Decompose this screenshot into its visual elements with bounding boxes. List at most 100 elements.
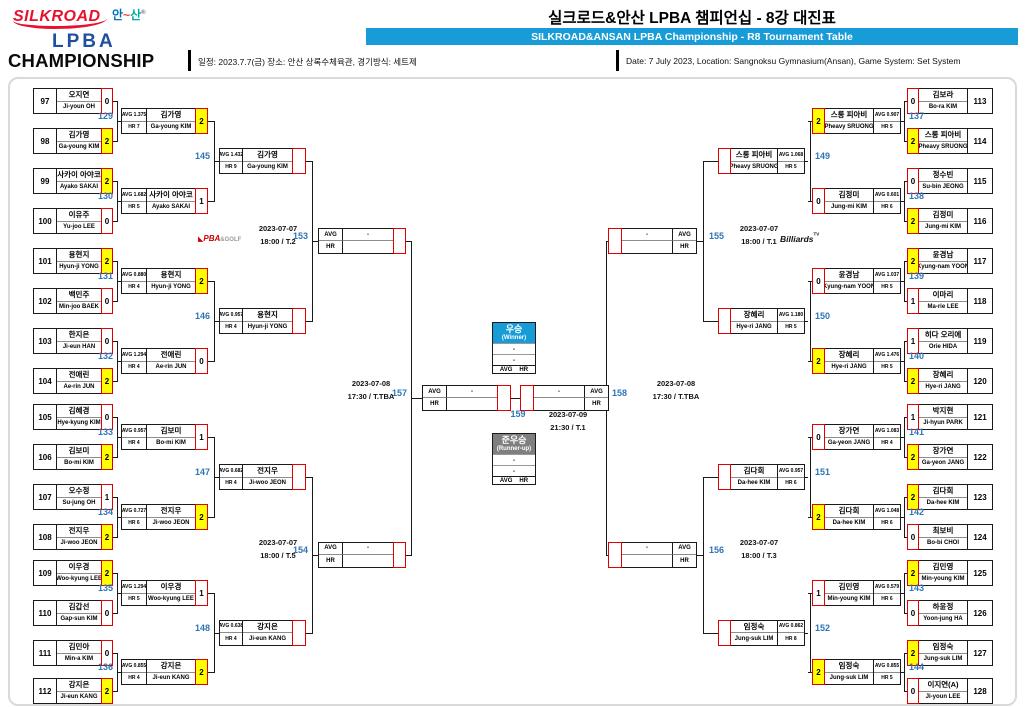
pending-match-box: AVG-HR <box>318 228 394 254</box>
connector-line <box>904 261 905 302</box>
player-name-en: Kyung-nam YOON <box>825 284 873 291</box>
match-number: 145 <box>194 151 210 161</box>
connector-line <box>810 281 811 362</box>
player-name-ko: 이지연(A) <box>919 679 967 692</box>
player-stats: AVG 1.294 HR 5 <box>121 580 147 606</box>
score-cell: 1 <box>195 188 208 214</box>
connector-line <box>113 101 117 102</box>
player-name-en: Ji-eun KANG <box>248 635 286 642</box>
player-name-ko: 박지현 <box>919 405 967 418</box>
connector-line <box>113 261 117 262</box>
connector-line <box>810 121 811 202</box>
lpba-logo: LPBA <box>52 31 116 52</box>
connector-line <box>901 201 904 202</box>
connector-line <box>208 121 214 122</box>
player-name-ko: 김민아 <box>57 641 101 654</box>
player-avg: AVG 0.957 <box>778 465 804 478</box>
score-cell: 1 <box>907 328 919 354</box>
player-hr: HR 5 <box>128 204 140 211</box>
player-name-ko: 김다희 <box>825 505 873 518</box>
player-avg: AVG 0.957 <box>122 425 146 438</box>
player-hr: HR 5 <box>785 164 797 171</box>
match-number: 154 <box>292 544 308 555</box>
player-name-en: Ga-young KIM <box>58 144 100 151</box>
player-name-en: Pheavy SRUONG <box>919 144 967 151</box>
championship-logo: CHAMPIONSHIP <box>8 50 155 71</box>
score-cell: 0 <box>101 88 113 114</box>
pba-golf-logo: ◣PBA&GOLF <box>198 228 244 243</box>
player-hr: HR 4 <box>881 440 893 447</box>
avg-value: - <box>343 229 393 241</box>
player-name-ko: 이우경 <box>57 561 101 574</box>
podium-title-ko: 준우승 <box>501 435 527 445</box>
match-number: 155 <box>709 231 725 241</box>
score-cell: 1 <box>195 580 208 606</box>
connector-line <box>904 181 907 182</box>
connector-line <box>214 321 219 322</box>
player-hr: HR 7 <box>128 124 140 131</box>
player-avg: AVG 1.682 <box>122 189 146 202</box>
connector-line <box>306 477 312 478</box>
connector-line <box>606 241 608 242</box>
podium-title-en: (Winner) <box>501 335 527 341</box>
avg-label: AVG <box>319 542 343 555</box>
player-name-ko: 김가영 <box>147 109 195 122</box>
podium-row: - <box>493 343 535 354</box>
score-cell: 0 <box>101 208 113 234</box>
player-hr: HR 5 <box>881 124 893 131</box>
page-title: 실크로드&안산 LPBA 챔피언십 - 8강 대진표 <box>548 10 836 27</box>
player-number: 122 <box>967 444 993 470</box>
match-number: 141 <box>909 427 925 437</box>
score-cell: 2 <box>907 128 919 154</box>
divider-bar <box>188 50 191 71</box>
match-number: 142 <box>909 507 925 517</box>
connector-line <box>214 632 219 634</box>
podium-row: - <box>493 454 535 465</box>
connector-line <box>113 691 117 692</box>
player-avg: AVG 0.957 <box>220 309 242 322</box>
pending-match-box: AVG-HR <box>318 541 394 568</box>
score-cell: 2 <box>907 640 919 666</box>
player-name-ko: 임정숙 <box>825 660 873 673</box>
player-name-ko: 김가영 <box>243 149 292 162</box>
score-cell: 0 <box>812 188 825 214</box>
score-cell: 2 <box>907 368 919 394</box>
player-name-ko: 장혜리 <box>731 309 777 322</box>
player-number: 124 <box>967 524 993 550</box>
score-cell: 2 <box>101 248 113 274</box>
player-avg: AVG 1.068 <box>778 149 804 162</box>
player-hr: HR 5 <box>128 596 140 603</box>
score-cell: 0 <box>812 424 825 450</box>
player-hr: HR 5 <box>785 324 797 331</box>
match-date: 2023-07-07 <box>258 537 298 547</box>
player-number: 121 <box>967 404 993 430</box>
player-avg: AVG 1.294 <box>122 581 146 594</box>
connector-line <box>901 121 904 122</box>
